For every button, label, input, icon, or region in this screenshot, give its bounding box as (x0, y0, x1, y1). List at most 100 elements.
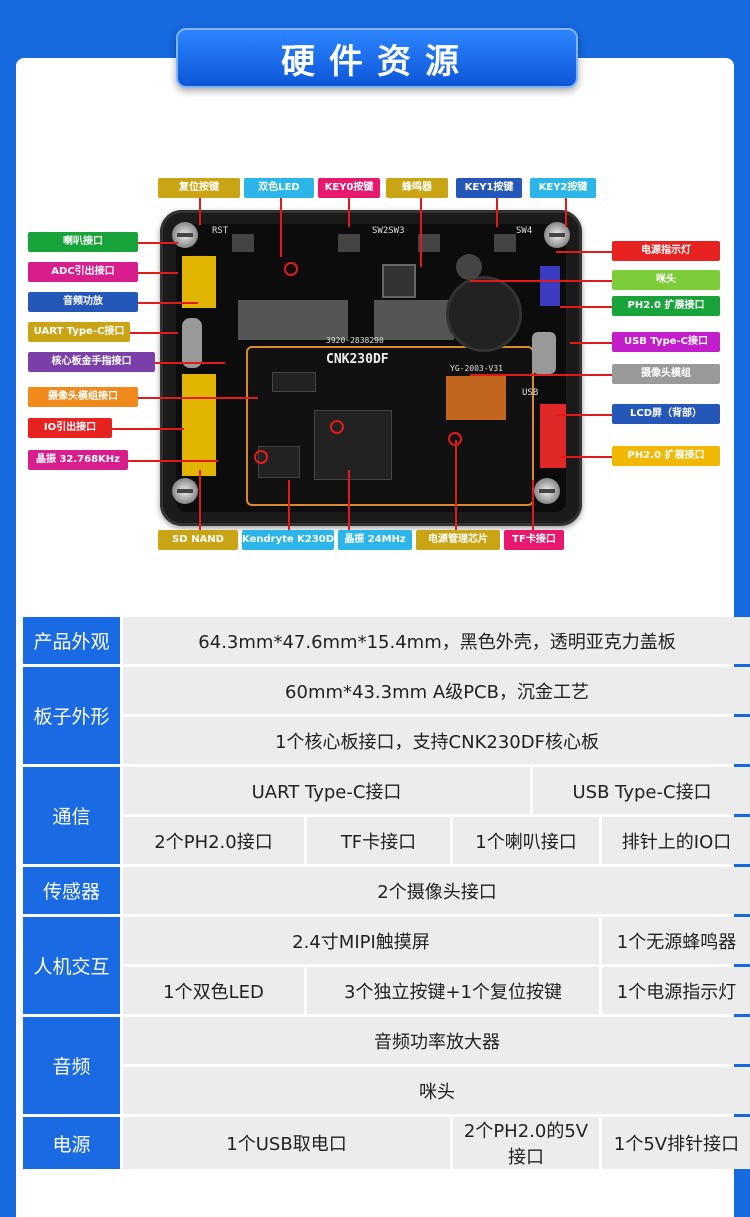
label-tf-card: TF卡接口 (504, 530, 564, 550)
label-camera-module: 摄像头模组 (612, 364, 720, 384)
uart-typec-port (182, 318, 202, 368)
label-buzzer: 蜂鸣器 (386, 178, 448, 198)
cell-appearance: 64.3mm*47.6mm*15.4mm，黑色外壳，透明亚克力盖板 (123, 617, 750, 664)
pcb: RST SW2SW3 SW4 USB CNK230DF 3920-2838290… (176, 224, 566, 512)
label-audio-amp: 音频功放 (28, 292, 138, 312)
row-head-comm: 通信 (23, 767, 120, 864)
silk-usb: USB (522, 388, 539, 398)
leader-line (138, 302, 198, 304)
row-head-power: 电源 (23, 1117, 120, 1169)
label-usb-typec: USB Type-C接口 (612, 332, 720, 352)
marker-circle (284, 262, 298, 276)
label-pmic: 电源管理芯片 (416, 530, 500, 550)
label-speaker-port: 喇叭接口 (28, 232, 138, 252)
leader-line (496, 197, 498, 227)
silk-model: CNK230DF (326, 352, 389, 367)
leader-line (199, 470, 201, 530)
marker-circle (330, 420, 344, 434)
page-title: 硬件资源 (176, 28, 578, 88)
leader-line (128, 460, 218, 462)
screw-bottom-left (172, 478, 198, 504)
table-row: 人机交互 2.4寸MIPI触摸屏 1个无源蜂鸣器 (23, 917, 750, 1014)
table-row: 咪头 (23, 1067, 750, 1114)
silk-cam-sn: YG-2003-V31 (450, 364, 503, 373)
leader-line (138, 272, 178, 274)
silk-sw2sw3: SW2SW3 (372, 226, 405, 236)
cell-ph20-5v: 2个PH2.0的5V接口 (453, 1117, 599, 1169)
cell-microphone: 咪头 (123, 1067, 750, 1114)
table-row: 电源 1个USB取电口 2个PH2.0的5V接口 1个5V排针接口 (23, 1117, 750, 1169)
row-head-hmi: 人机交互 (23, 917, 120, 1014)
board-diagram: RST SW2SW3 SW4 USB CNK230DF 3920-2838290… (0, 0, 750, 600)
microphone (456, 254, 482, 280)
marker-circle (254, 450, 268, 464)
camera-module (446, 376, 506, 420)
screw-top-left (172, 222, 198, 248)
marker-circle (448, 432, 462, 446)
leader-line (112, 428, 184, 430)
gold-finger-slot-left (238, 300, 348, 340)
spec-table: 产品外观 64.3mm*47.6mm*15.4mm，黑色外壳，透明亚克力盖板 板… (20, 614, 750, 1172)
cell-buttons: 3个独立按键+1个复位按键 (307, 967, 599, 1014)
label-ph20-top: PH2.0 扩展接口 (612, 296, 720, 316)
label-core-gold-finger: 核心板金手指接口 (28, 352, 155, 372)
leader-line (420, 197, 422, 267)
leader-line (348, 470, 350, 530)
camera-connector (272, 372, 316, 392)
cell-camera: 2个摄像头接口 (123, 867, 750, 914)
cell-ph20: 2个PH2.0接口 (123, 817, 304, 864)
leader-line (138, 242, 178, 244)
row-head-audio: 音频 (23, 1017, 120, 1114)
label-uart-typec: UART Type-C接口 (28, 322, 130, 342)
cell-header-io: 排针上的IO口 (602, 817, 750, 864)
label-microphone: 咪头 (612, 270, 720, 290)
leader-line (130, 332, 178, 334)
row-head-appearance: 产品外观 (23, 617, 120, 664)
label-sd-nand: SD NAND (158, 530, 238, 550)
leader-line (556, 414, 612, 416)
table-row: 1个双色LED 3个独立按键+1个复位按键 1个电源指示灯 (23, 967, 750, 1014)
silk-sw4: SW4 (516, 226, 533, 236)
label-ph20-bottom: PH2.0 扩展接口 (612, 446, 720, 466)
leader-line (570, 342, 612, 344)
screw-bottom-right (534, 478, 560, 504)
table-row: 通信 UART Type-C接口 USB Type-C接口 (23, 767, 750, 864)
label-crystal-32k: 晶振 32.768KHz (28, 450, 128, 470)
cell-usb-power: 1个USB取电口 (123, 1117, 450, 1169)
leader-line (470, 374, 612, 376)
label-bicolor-led: 双色LED (244, 178, 314, 198)
cell-uart-typec: UART Type-C接口 (123, 767, 530, 814)
cell-tf-card: TF卡接口 (307, 817, 450, 864)
key2-button (494, 234, 516, 252)
leader-line (556, 251, 612, 253)
cell-5v-header: 1个5V排针接口 (602, 1117, 750, 1169)
table-row: 产品外观 64.3mm*47.6mm*15.4mm，黑色外壳，透明亚克力盖板 (23, 617, 750, 664)
leader-line (455, 440, 457, 530)
camera-lens (446, 276, 522, 352)
label-adc-port: ADC引出接口 (28, 262, 138, 282)
cell-touchscreen: 2.4寸MIPI触摸屏 (123, 917, 599, 964)
cell-speaker: 1个喇叭接口 (453, 817, 599, 864)
silk-rst: RST (212, 226, 229, 236)
label-lcd-back: LCD屏（背部） (612, 404, 720, 424)
io-header (182, 374, 216, 476)
cell-bicolor-led: 1个双色LED (123, 967, 304, 1014)
adc-header (182, 256, 216, 308)
key0-button (338, 234, 360, 252)
row-head-board-shape: 板子外形 (23, 667, 120, 764)
row-head-sensor: 传感器 (23, 867, 120, 914)
k230d-chip (314, 410, 392, 480)
key1-button (418, 234, 440, 252)
ph20-connector-top (540, 266, 560, 306)
label-key1: KEY1按键 (456, 178, 522, 198)
label-camera-module-port: 摄像头模组接口 (28, 387, 138, 407)
leader-line (280, 197, 282, 257)
table-row: 音频 音频功率放大器 (23, 1017, 750, 1114)
silk-serial: 3920-2838290 (326, 336, 384, 345)
label-key0: KEY0按键 (318, 178, 380, 198)
leader-line (348, 197, 350, 227)
cell-usb-typec: USB Type-C接口 (533, 767, 750, 814)
label-k230d: Kendryte K230D (242, 530, 334, 550)
cell-power-led: 1个电源指示灯 (602, 967, 750, 1014)
table-row: 板子外形 60mm*43.3mm A级PCB，沉金工艺 (23, 667, 750, 764)
